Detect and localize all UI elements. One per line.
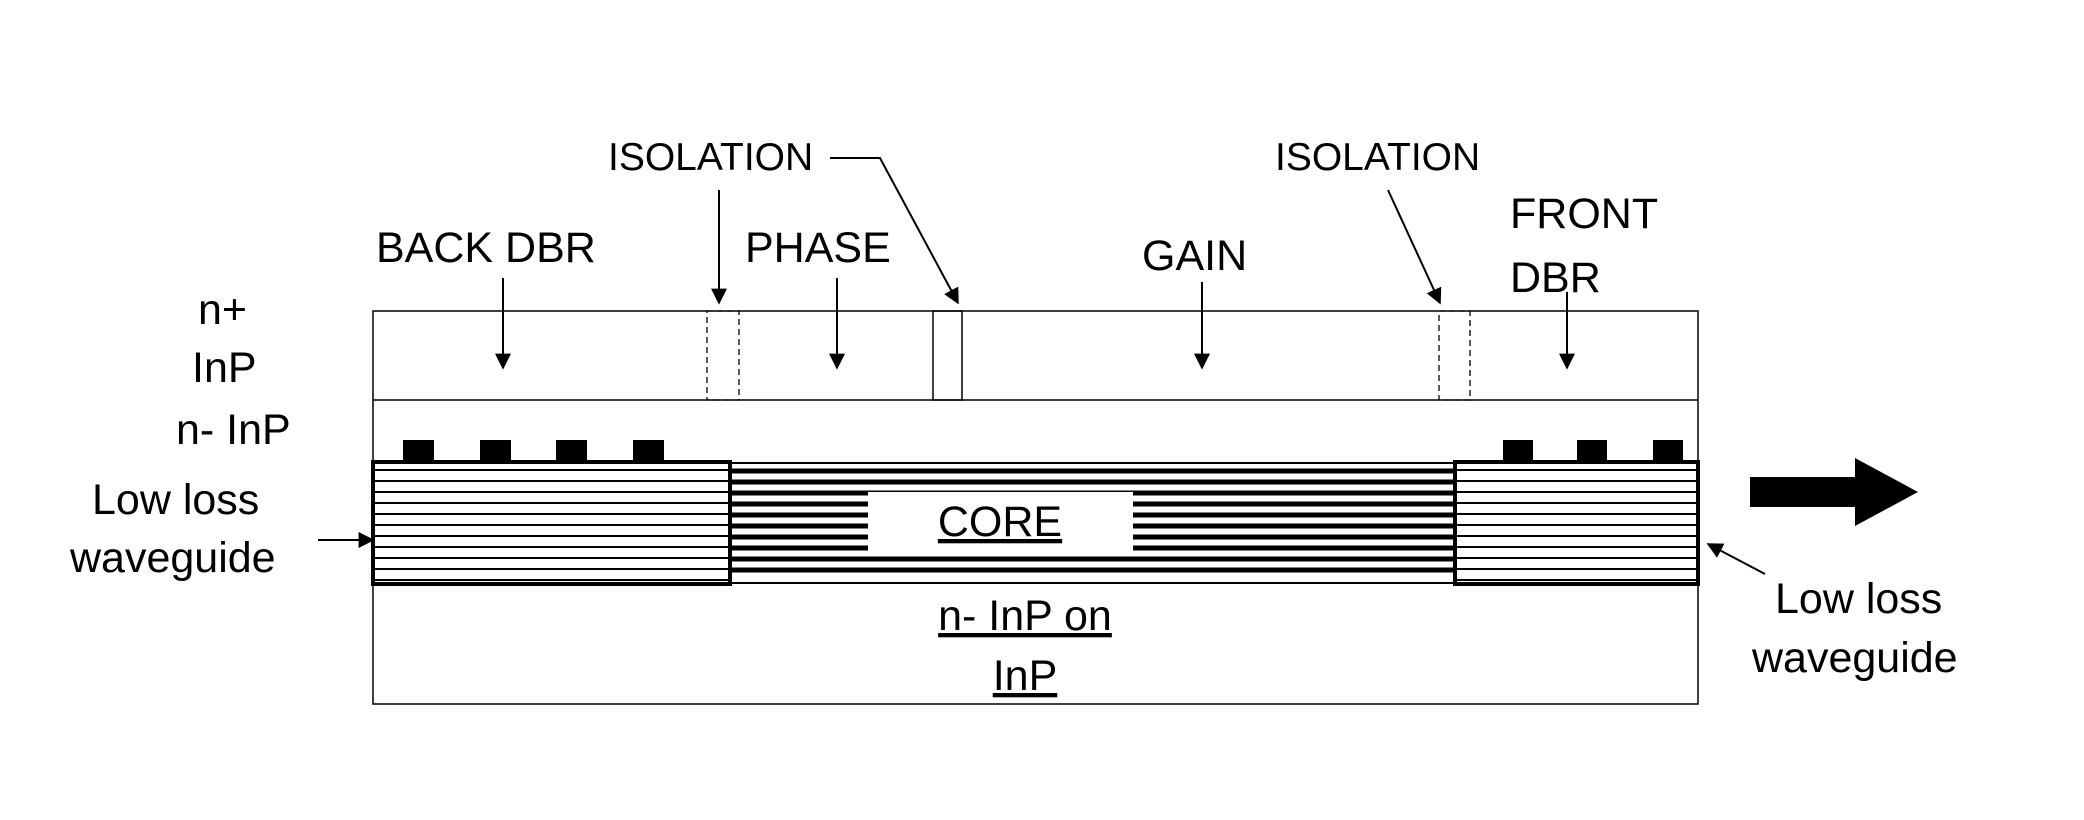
- isolation-label-right: ISOLATION: [1275, 136, 1480, 179]
- low-loss-waveguide-left-line1: Low loss: [92, 476, 259, 524]
- output-light-arrow: [1750, 458, 1918, 526]
- isolation-right-arrow: [1388, 190, 1440, 303]
- low-loss-waveguide-right-line1: Low loss: [1775, 575, 1942, 623]
- front-dbr-label-line1: FRONT: [1510, 190, 1658, 238]
- substrate-label-line1: n- InP on: [938, 592, 1112, 640]
- n-plus-label-line2: InP: [192, 344, 257, 392]
- low-loss-waveguide-left-line2: waveguide: [69, 534, 276, 582]
- substrate-label-line2: InP: [993, 652, 1058, 700]
- low-loss-right-arrow: [1708, 544, 1765, 574]
- isolation-label-left: ISOLATION: [608, 136, 813, 179]
- n-minus-inp-label: n- InP: [176, 406, 291, 454]
- n-plus-label-line1: n+: [198, 286, 247, 334]
- core-label: CORE: [938, 498, 1062, 546]
- front-dbr-label-line2: DBR: [1510, 254, 1601, 302]
- gain-label: GAIN: [1142, 232, 1247, 280]
- low-loss-waveguide-right-line2: waveguide: [1751, 634, 1958, 682]
- front-dbr-grating: [1503, 440, 1683, 462]
- phase-label: PHASE: [745, 224, 891, 272]
- back-dbr-label: BACK DBR: [376, 224, 596, 272]
